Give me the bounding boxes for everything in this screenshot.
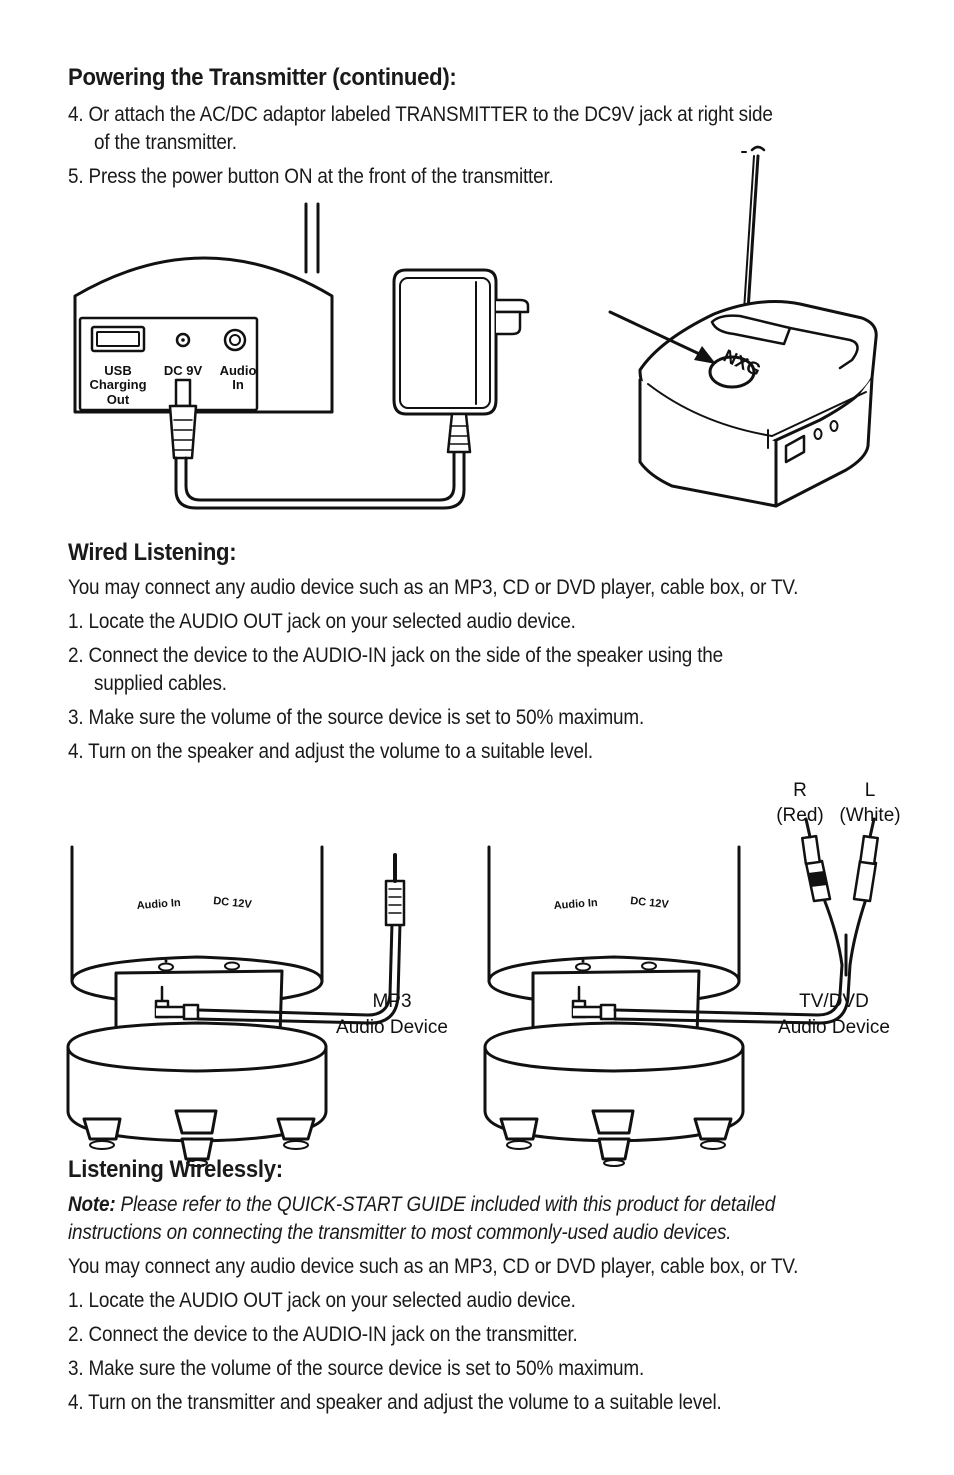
audio-in-label-b: Audio In xyxy=(553,897,598,912)
wireless-step-3: 3. Make sure the volume of the source de… xyxy=(68,1356,645,1380)
mp3-label-2: Audio Device xyxy=(336,1017,448,1038)
note-label: Note: xyxy=(68,1192,116,1216)
audio-in-label-2: In xyxy=(232,377,244,392)
dc-12v-label-a: DC 12V xyxy=(213,895,253,911)
wired-step-4: 4. Turn on the speaker and adjust the vo… xyxy=(68,739,593,763)
dc-9v-label: DC 9V xyxy=(164,363,203,378)
left-channel-label: L xyxy=(865,780,876,801)
section-title-wired: Wired Listening: xyxy=(68,539,237,566)
tv-dvd-label-2: Audio Device xyxy=(778,1017,890,1038)
transmitter-power-diagram: USB Charging Out DC 9V Audio In NXG xyxy=(73,145,878,510)
wireless-step-2: 2. Connect the device to the AUDIO-IN ja… xyxy=(68,1322,578,1346)
tv-dvd-label-1: TV/DVD xyxy=(799,991,869,1012)
wireless-intro: You may connect any audio device such as… xyxy=(68,1254,799,1278)
wired-step-1: 1. Locate the AUDIO OUT jack on your sel… xyxy=(68,609,576,633)
wireless-step-1: 1. Locate the AUDIO OUT jack on your sel… xyxy=(68,1288,576,1312)
wired-intro: You may connect any audio device such as… xyxy=(68,575,799,599)
wired-step-3: 3. Make sure the volume of the source de… xyxy=(68,705,645,729)
usb-label-1: USB xyxy=(104,363,131,378)
section-title-powering: Powering the Transmitter (continued): xyxy=(68,64,457,91)
wireless-step-4: 4. Turn on the transmitter and speaker a… xyxy=(68,1390,722,1414)
audio-in-label-a: Audio In xyxy=(136,897,181,912)
step-5: 5. Press the power button ON at the fron… xyxy=(68,164,554,188)
usb-label-2: Charging xyxy=(89,377,146,392)
step-4-line-1: 4. Or attach the AC/DC adaptor labeled T… xyxy=(68,102,773,126)
audio-in-label-1: Audio xyxy=(220,363,257,378)
section-title-wireless: Listening Wirelessly: xyxy=(68,1156,283,1183)
note-line-1: Note: Please refer to the QUICK-START GU… xyxy=(68,1190,775,1218)
step-4-line-2: of the transmitter. xyxy=(94,130,237,154)
note-text-1: Please refer to the QUICK-START GUIDE in… xyxy=(115,1192,776,1216)
right-channel-color: (Red) xyxy=(776,805,824,826)
wired-step-2-line-2: supplied cables. xyxy=(94,671,227,695)
mp3-label-1: MP3 xyxy=(372,991,411,1012)
left-channel-color: (White) xyxy=(839,805,900,826)
wired-connection-diagram: Audio In DC 12V Audio In DC 12V MP3 Audi… xyxy=(66,780,901,1168)
right-channel-label: R xyxy=(793,780,807,801)
note-line-2: instructions on connecting the transmitt… xyxy=(68,1220,732,1244)
dc-12v-label-b: DC 12V xyxy=(630,895,670,911)
wired-step-2-line-1: 2. Connect the device to the AUDIO-IN ja… xyxy=(68,643,723,667)
usb-label-3: Out xyxy=(107,392,130,407)
